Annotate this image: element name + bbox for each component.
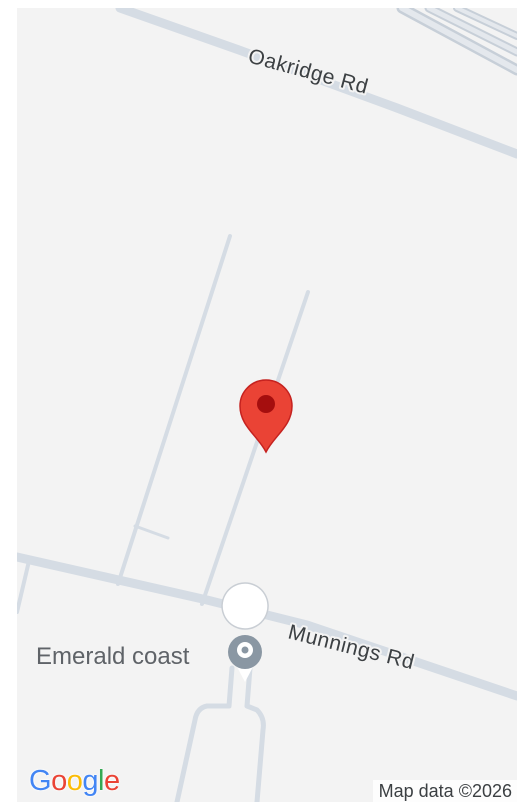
access-lane-east — [200, 290, 310, 606]
minor-road-left — [17, 559, 31, 614]
road-label-munnings: Munnings Rd — [286, 621, 417, 675]
logo-letter: l — [97, 765, 104, 797]
logo-letter: o — [66, 765, 83, 797]
poi-driveway — [174, 665, 235, 802]
logo-letter: G — [29, 765, 52, 797]
logo-letter: g — [82, 765, 98, 797]
poi-emerald-coast[interactable]: Emerald coast — [34, 582, 269, 682]
access-lane-spur — [133, 524, 170, 540]
oakridge-road — [115, 8, 517, 159]
logo-letter: o — [51, 765, 67, 797]
map-graphic[interactable]: Oakridge Rd Munnings Rd Emerald coast — [17, 8, 517, 802]
munnings-road — [17, 552, 517, 701]
logo-letter: e — [103, 765, 120, 797]
road-network — [17, 8, 517, 802]
poi-label[interactable]: Emerald coast — [34, 641, 192, 672]
access-lane-west — [116, 234, 232, 586]
google-logo[interactable]: Google — [29, 767, 120, 796]
red-map-marker-icon[interactable] — [239, 379, 293, 454]
highway-top-right — [396, 8, 517, 76]
map-data-attribution[interactable]: Map data ©2026 — [372, 780, 517, 802]
place-pin-icon[interactable] — [221, 582, 269, 682]
map-canvas[interactable]: Oakridge Rd Munnings Rd Emerald coast — [17, 8, 517, 802]
road-label-oakridge: Oakridge Rd — [246, 45, 371, 99]
poi-driveway-2 — [244, 665, 266, 802]
